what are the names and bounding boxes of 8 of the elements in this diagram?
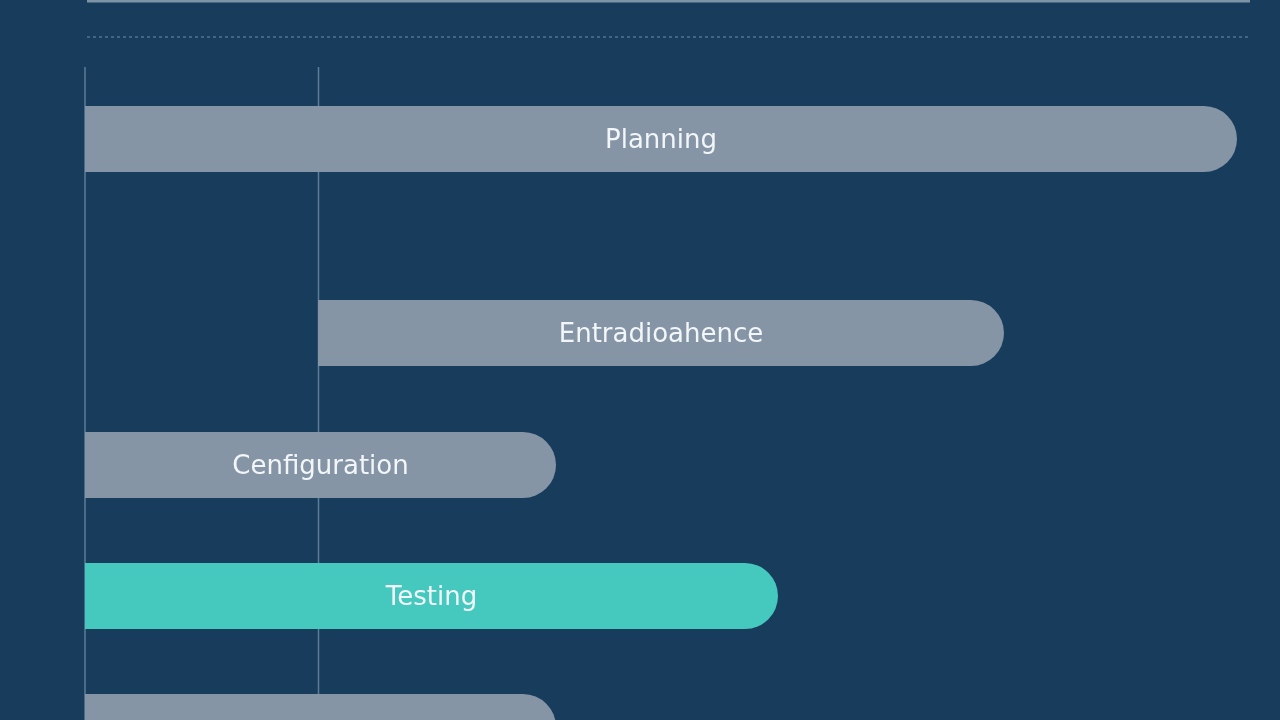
- task-label: Planning: [605, 124, 717, 154]
- task-bar: [318, 300, 1004, 366]
- task-label: Cenfiguration: [232, 450, 409, 480]
- task-label: Testing: [385, 581, 478, 611]
- task-bar: [85, 106, 1237, 172]
- task-label: Entradioahence: [558, 318, 764, 348]
- task-bar: [85, 563, 778, 629]
- task-bar: [85, 432, 556, 498]
